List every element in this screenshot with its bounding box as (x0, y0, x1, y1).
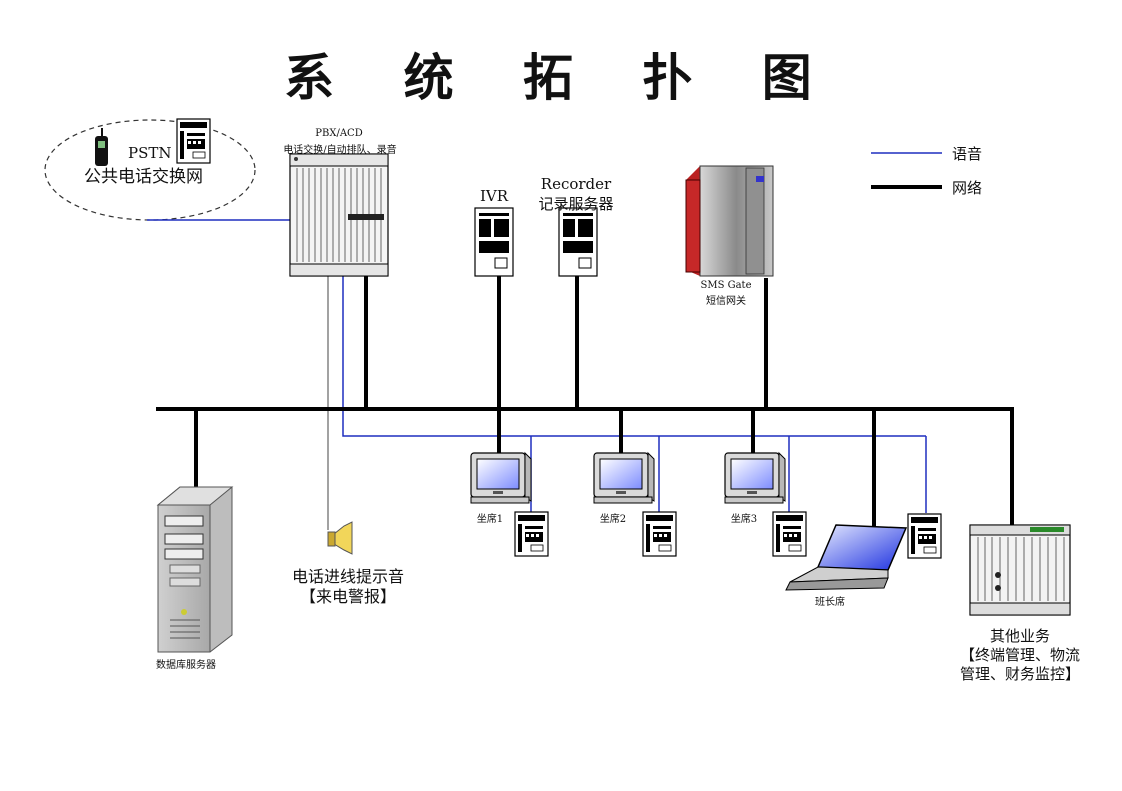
rack-chassis-icon (969, 524, 1071, 616)
other-line-3: 管理、财务监控】 (959, 665, 1080, 683)
voice-links (147, 219, 927, 513)
other-line-1: 其他业务 (989, 627, 1050, 645)
supervisor-label: 班长席 (815, 597, 845, 608)
alert-line-1: 电话进线提示音 (291, 567, 404, 586)
seat-3-label: 坐席3 (730, 514, 758, 525)
pstn-name: PSTN (128, 144, 172, 162)
page-title: 系 统 拓 扑 图 (284, 48, 838, 107)
legend-network-label: 网络 (952, 179, 983, 197)
crt-monitor-icon (470, 452, 532, 504)
sms-name: SMS Gate (700, 280, 752, 291)
db-name: 数据库服务器 (156, 660, 216, 671)
ivr-server-icon (474, 207, 514, 277)
desk-phone-icon (176, 118, 211, 164)
server-tower-icon (156, 486, 234, 653)
recorder-desc: 记录服务器 (538, 195, 614, 213)
pbx-name: PBX/ACD (315, 128, 363, 139)
seat-2-phone-icon (642, 511, 677, 557)
alert-line-2: 【来电警报】 (299, 587, 396, 606)
pstn-desc: 公共电话交换网 (84, 167, 203, 187)
network-links (156, 275, 1014, 528)
recorder-name: Recorder (540, 175, 612, 193)
seat-3-phone-icon (772, 511, 807, 557)
recorder-server-icon (558, 207, 598, 277)
seat-3-workstation (724, 452, 786, 504)
seat-1-phone-icon (514, 511, 549, 557)
pstn-cloud (44, 119, 256, 221)
other-line-2: 【终端管理、物流 (959, 646, 1080, 664)
laptop-icon (785, 524, 908, 591)
sms-desc: 短信网关 (706, 296, 746, 307)
mobile-phone-icon (95, 128, 108, 166)
seat-2-workstation (593, 452, 655, 504)
speaker-icon (327, 521, 353, 555)
ivr-name: IVR (479, 187, 509, 205)
supervisor-phone-icon (907, 513, 942, 559)
legend-voice-label: 语音 (952, 145, 983, 163)
crt-monitor-icon (724, 452, 786, 504)
sms-gateway-icon (685, 165, 774, 277)
pbx-chassis-icon (289, 153, 389, 277)
seat-2-label: 坐席2 (599, 514, 627, 525)
crt-monitor-icon (593, 452, 655, 504)
seat-1-workstation (470, 452, 532, 504)
seat-1-label: 坐席1 (476, 514, 504, 525)
pbx-desc: 电话交换/自动排队、录音 (283, 145, 397, 156)
